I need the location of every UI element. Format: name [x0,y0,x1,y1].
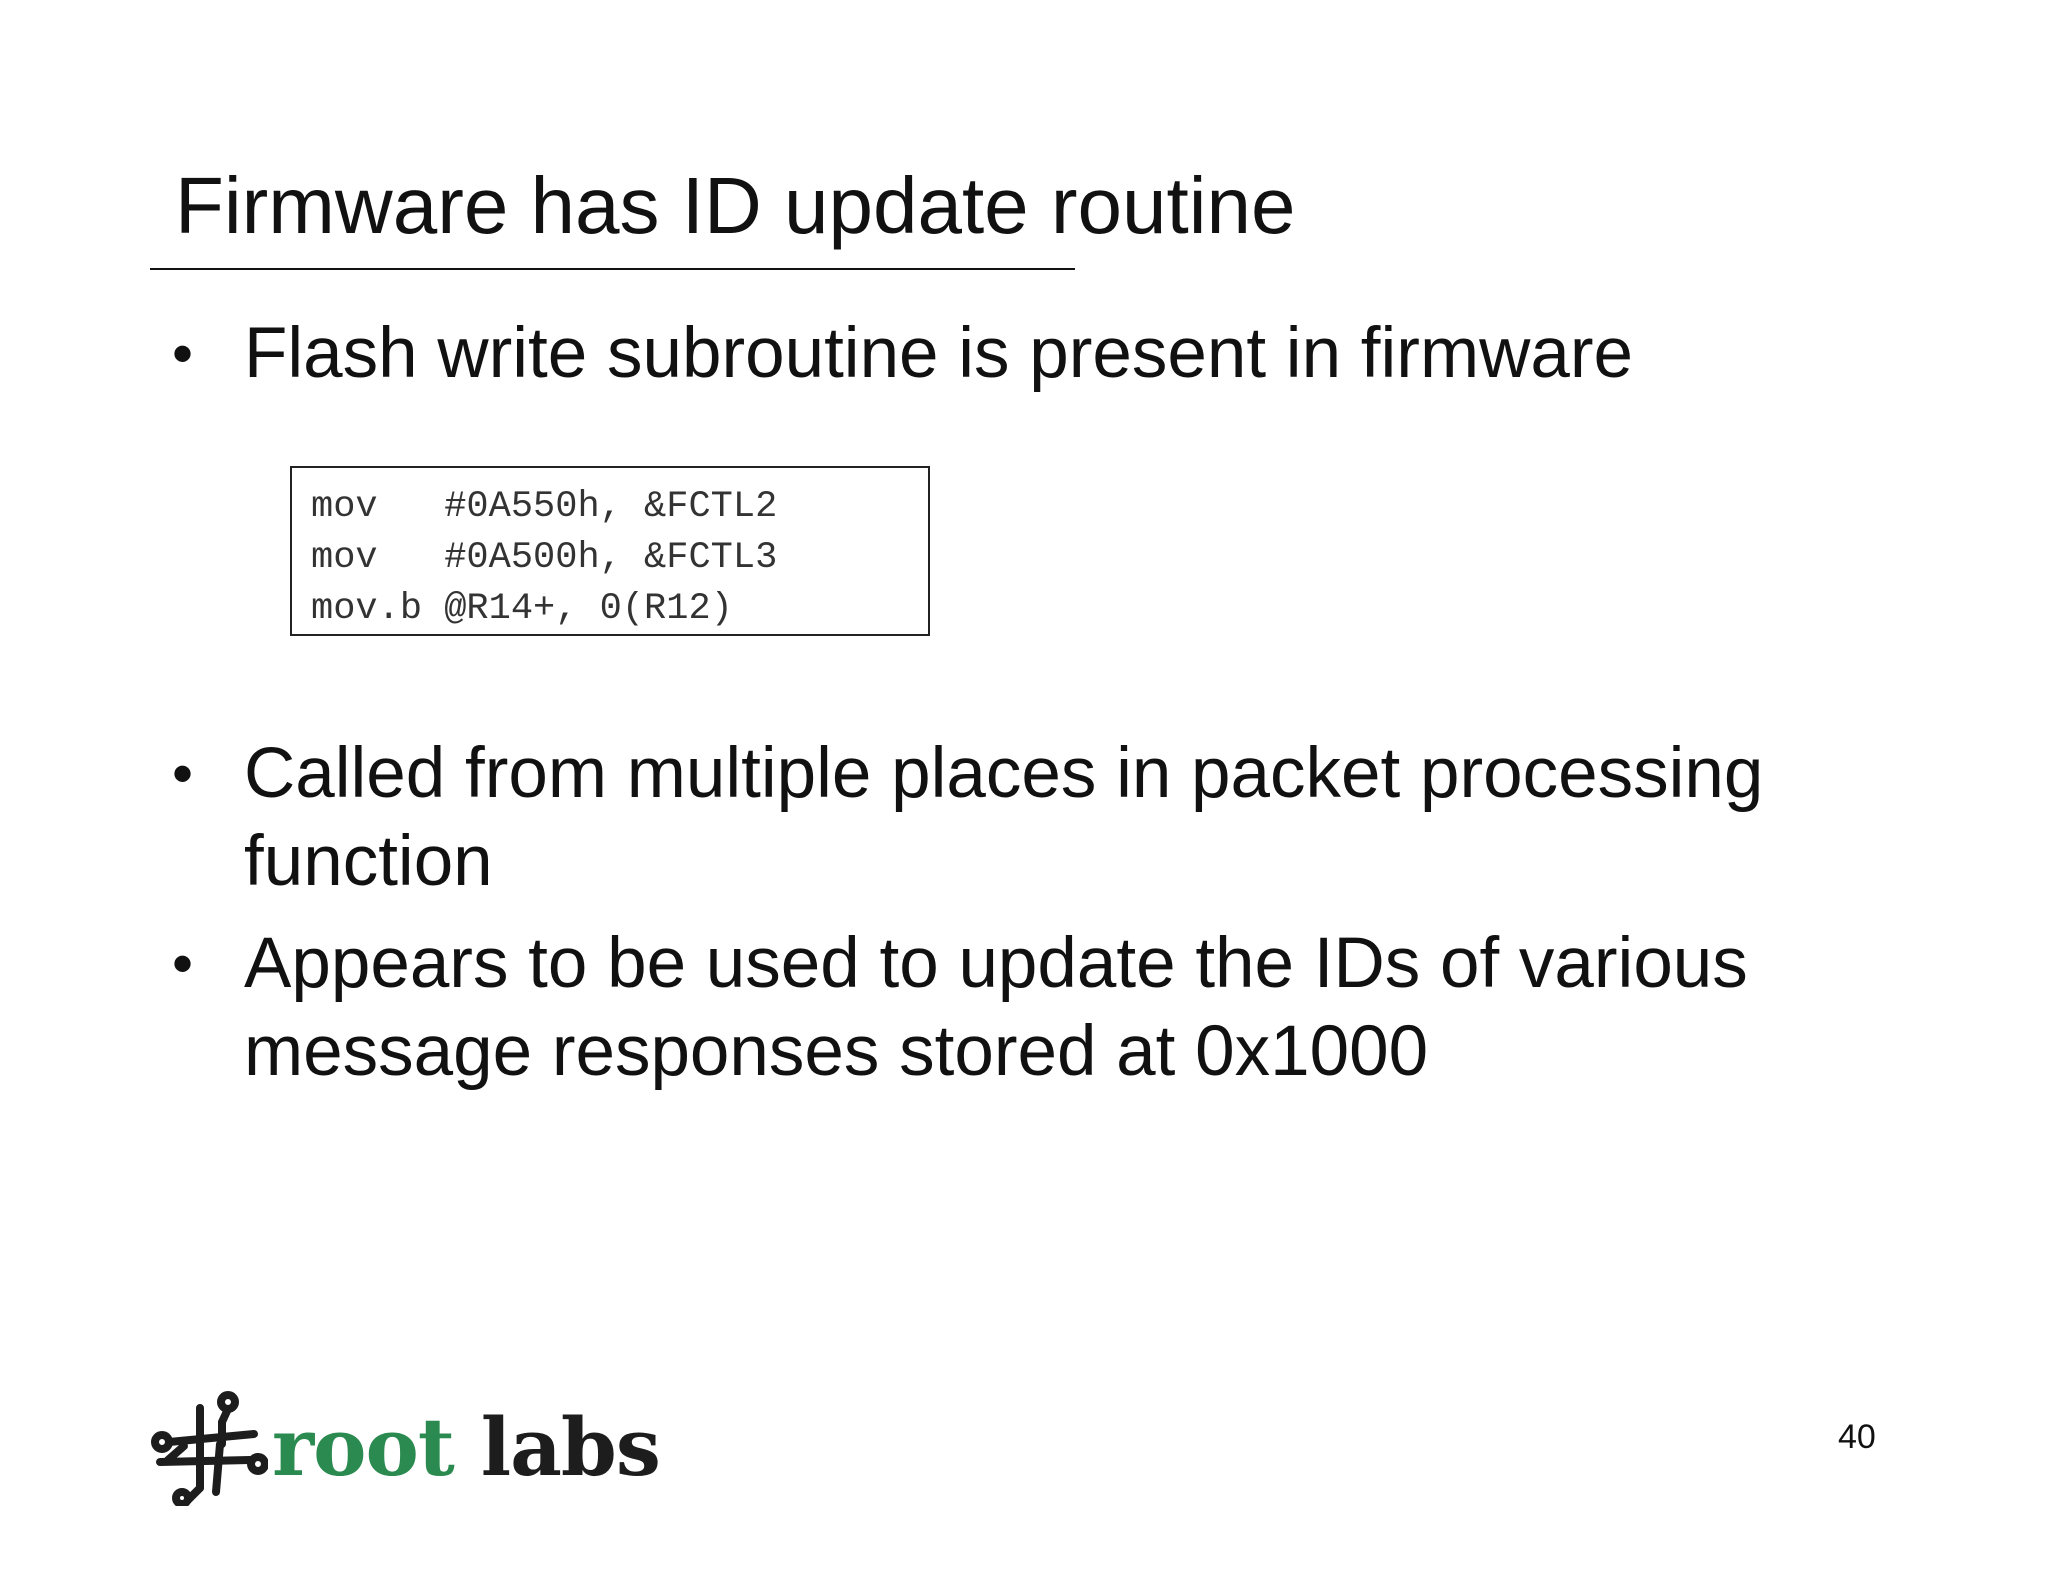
bullet-text: Called from multiple places in packet pr… [244,734,1764,901]
bullet-glyph: • [172,320,194,387]
logo-wordmark: root labs [272,1407,661,1487]
code-block: mov #0A550h, &FCTL2 mov #0A500h, &FCTL3 mo… [290,466,930,636]
code-line: mov #0A500h, &FCTL3 [311,537,778,579]
code-line: mov #0A550h, &FCTL2 [311,486,778,528]
bullet-item: • Called from multiple places in packet … [172,730,1894,906]
bullet-item: • Flash write subroutine is present in f… [172,310,1894,398]
bullet-glyph: • [172,740,194,807]
circuit-trace-icon [151,1391,268,1506]
logo-word-root: root [272,1400,455,1494]
page-number: 40 [1838,1418,1876,1456]
title-underline [150,268,1075,270]
slide-title: Firmware has ID update routine [175,161,1296,250]
bullet-text: Flash write subroutine is present in fir… [244,314,1633,393]
bullet-text: Appears to be used to update the IDs of … [244,924,1748,1091]
root-labs-logo: root labs [150,1388,661,1506]
code-line: mov.b @R14+, 0(R12) [311,588,733,630]
logo-word-labs: labs [480,1400,661,1494]
bullet-glyph: • [172,930,194,997]
bullet-item: • Appears to be used to update the IDs o… [172,920,1894,1096]
